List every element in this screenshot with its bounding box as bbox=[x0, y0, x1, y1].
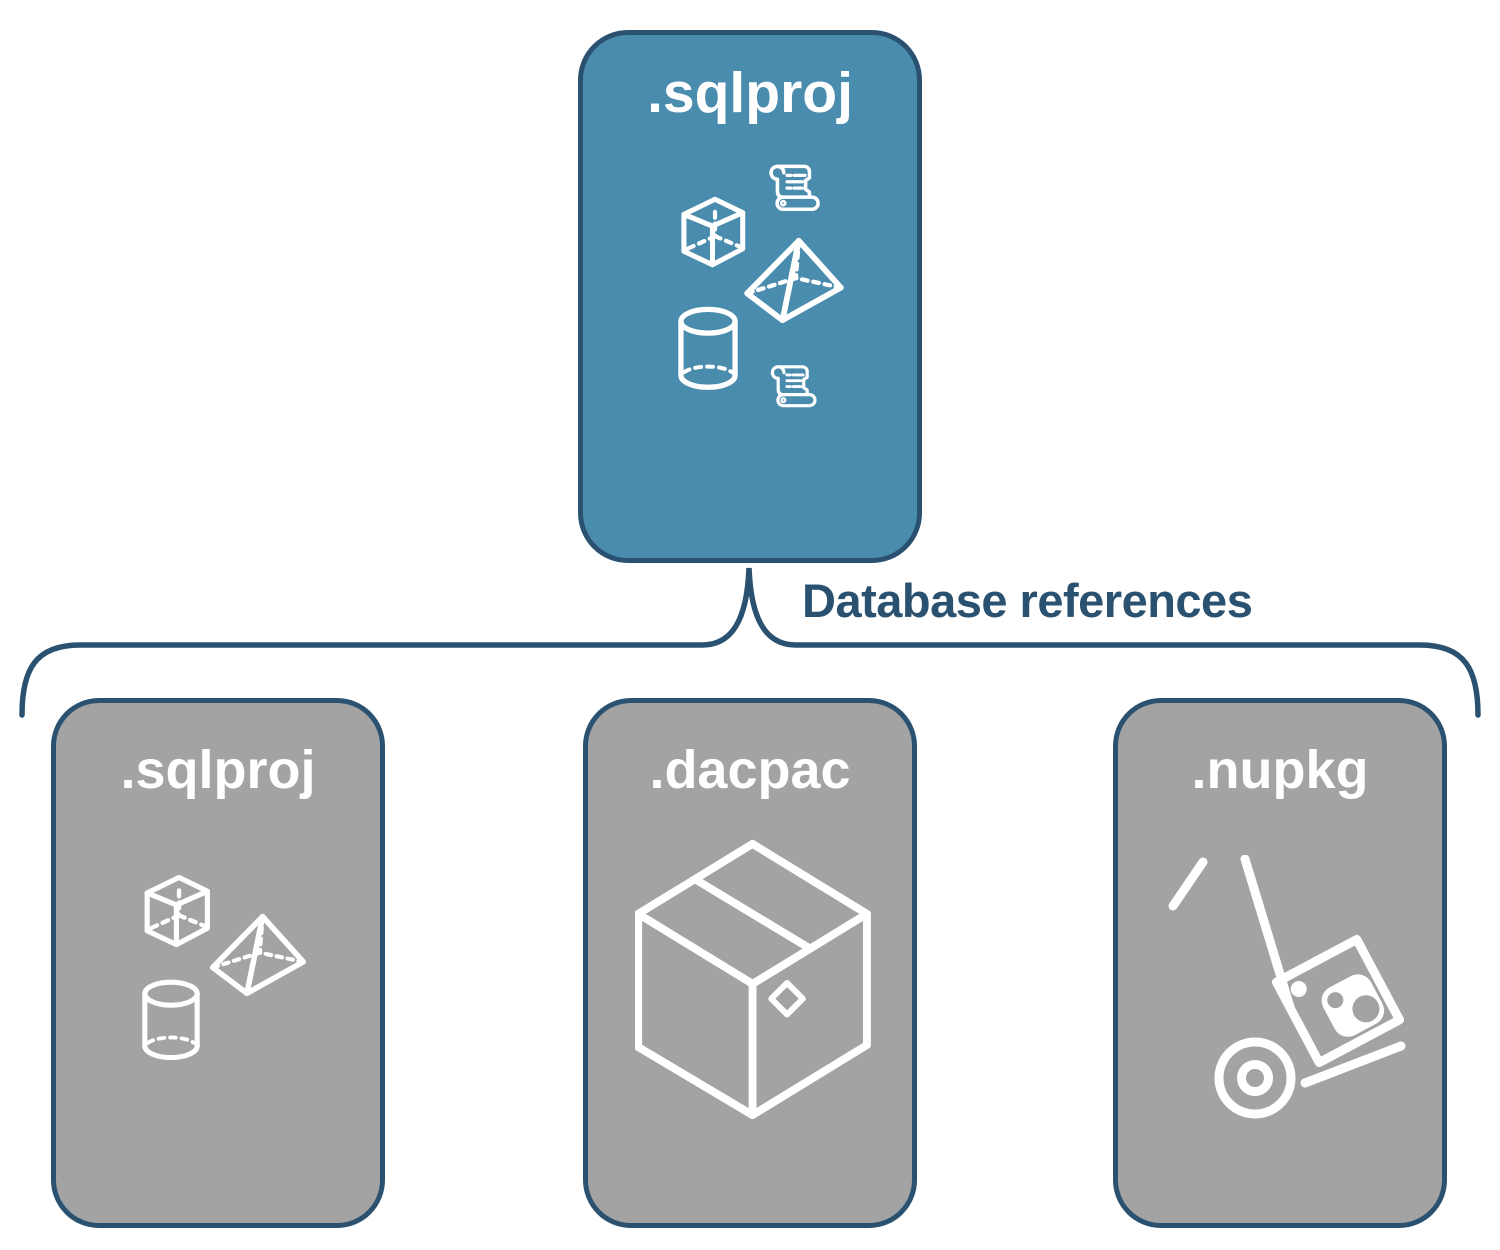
database-references-caption: Database references bbox=[802, 574, 1253, 627]
node-nupkg-reference: .nupkg bbox=[1113, 698, 1447, 1228]
node-label: .nupkg bbox=[1191, 740, 1369, 800]
node-sqlproj-root: .sqlproj bbox=[578, 30, 922, 563]
pyramid-icon bbox=[213, 917, 304, 994]
hand-truck-nuget-icon bbox=[1173, 859, 1401, 1114]
node-label: .dacpac bbox=[649, 740, 851, 800]
sql-objects-icon-cluster bbox=[56, 703, 380, 1223]
cylinder-icon bbox=[145, 982, 197, 1057]
node-label: .sqlproj bbox=[647, 61, 853, 125]
sql-objects-icon-cluster bbox=[583, 164, 917, 408]
node-sqlproj-reference: .sqlproj bbox=[51, 698, 385, 1228]
package-box-icon bbox=[638, 844, 867, 1115]
cube-icon bbox=[684, 199, 743, 265]
scroll-icon bbox=[770, 365, 817, 408]
hand-truck-icon-layer bbox=[1118, 703, 1442, 1223]
cube-icon bbox=[147, 877, 207, 944]
cylinder-icon bbox=[681, 309, 735, 387]
node-dacpac-reference: .dacpac bbox=[583, 698, 917, 1228]
node-label: .sqlproj bbox=[120, 740, 316, 800]
pyramid-icon bbox=[747, 241, 841, 320]
package-box-icon-layer bbox=[588, 703, 912, 1223]
scroll-icon bbox=[769, 164, 820, 212]
